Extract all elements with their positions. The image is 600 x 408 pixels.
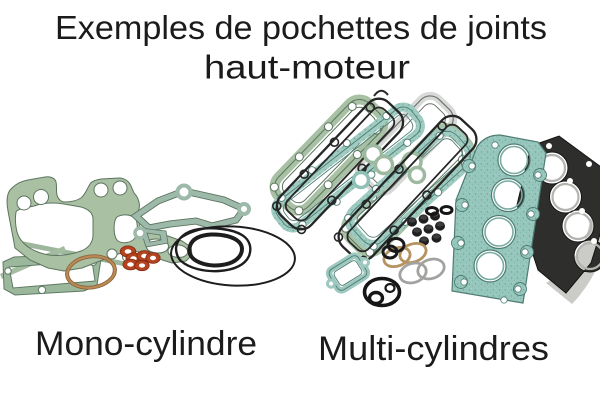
svg-text:Mono-cylindre: Mono-cylindre [35, 325, 257, 363]
svg-text:haut-moteur: haut-moteur [204, 50, 410, 87]
svg-text:Exemples de pochettes de joint: Exemples de pochettes de joints [55, 10, 547, 47]
svg-text:Multi-cylindres: Multi-cylindres [318, 330, 549, 368]
